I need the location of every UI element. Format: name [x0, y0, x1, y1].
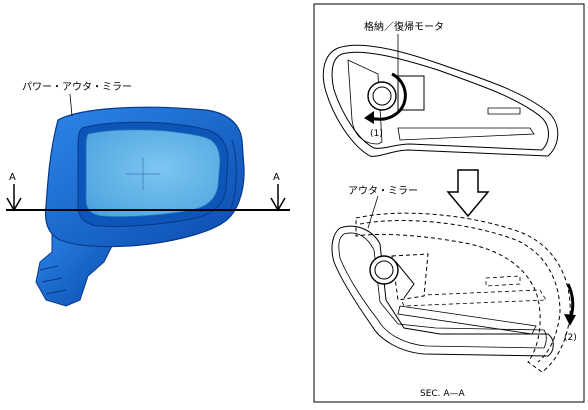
- section-normal-position: (1) 格納／復帰モータ: [322, 20, 559, 157]
- upper-motor-core: [372, 86, 392, 106]
- section-mark-right: A: [273, 172, 280, 183]
- rotation-arrow-1-head: [364, 111, 374, 124]
- mirror-glass: [85, 129, 221, 218]
- mirror-external-view: パワー・アウタ・ミラー A A: [6, 81, 290, 307]
- rotation-arrow-2-head: [564, 314, 576, 326]
- section-retracted-position: アウタ・ミラー (2): [331, 185, 577, 373]
- power-mirror-leader: [69, 93, 73, 117]
- lower-housing-inner: [338, 232, 547, 349]
- rotation-arrow-1: [369, 72, 407, 121]
- lower-housing-outer: [331, 225, 554, 357]
- section-panel: (1) 格納／復帰モータ アウタ・ミラー: [313, 3, 585, 403]
- upper-mirror-slab-2: [487, 107, 521, 115]
- upper-housing-outer: [322, 44, 559, 157]
- lower-slab-dashed-2: [485, 275, 521, 287]
- section-panel-frame: [313, 3, 585, 403]
- lower-slab-dashed: [399, 289, 547, 307]
- upper-mirror-slab: [397, 127, 535, 141]
- transition-arrow-icon: [446, 169, 490, 218]
- lower-mirror-slab: [397, 305, 537, 335]
- lower-motor-link: [395, 261, 415, 299]
- outer-mirror-leader: [367, 195, 379, 229]
- mirror-housing-ridge: [229, 139, 237, 213]
- upper-housing-inner: [331, 51, 549, 151]
- outer-mirror-label: アウタ・ミラー: [348, 185, 418, 197]
- section-mark-left: A: [9, 172, 16, 183]
- section-caption: SEC. A—A: [420, 389, 466, 399]
- section-arrow-left-head: [6, 197, 22, 212]
- section-arrow-right-head: [270, 197, 286, 212]
- mirror-base-ribs: [39, 265, 67, 295]
- motor-label: 格納／復帰モータ: [364, 20, 444, 33]
- step-1-label: (1): [370, 129, 383, 139]
- lower-housing-dashed-inner: [359, 220, 561, 363]
- lower-housing-dashed-outer: [355, 212, 571, 373]
- power-mirror-label: パワー・アウタ・ミラー: [22, 81, 132, 93]
- lower-motor-housing: [391, 253, 429, 301]
- lower-motor-core: [374, 260, 394, 280]
- step-2-label: (2): [564, 333, 577, 343]
- upper-base-plate: [347, 59, 383, 145]
